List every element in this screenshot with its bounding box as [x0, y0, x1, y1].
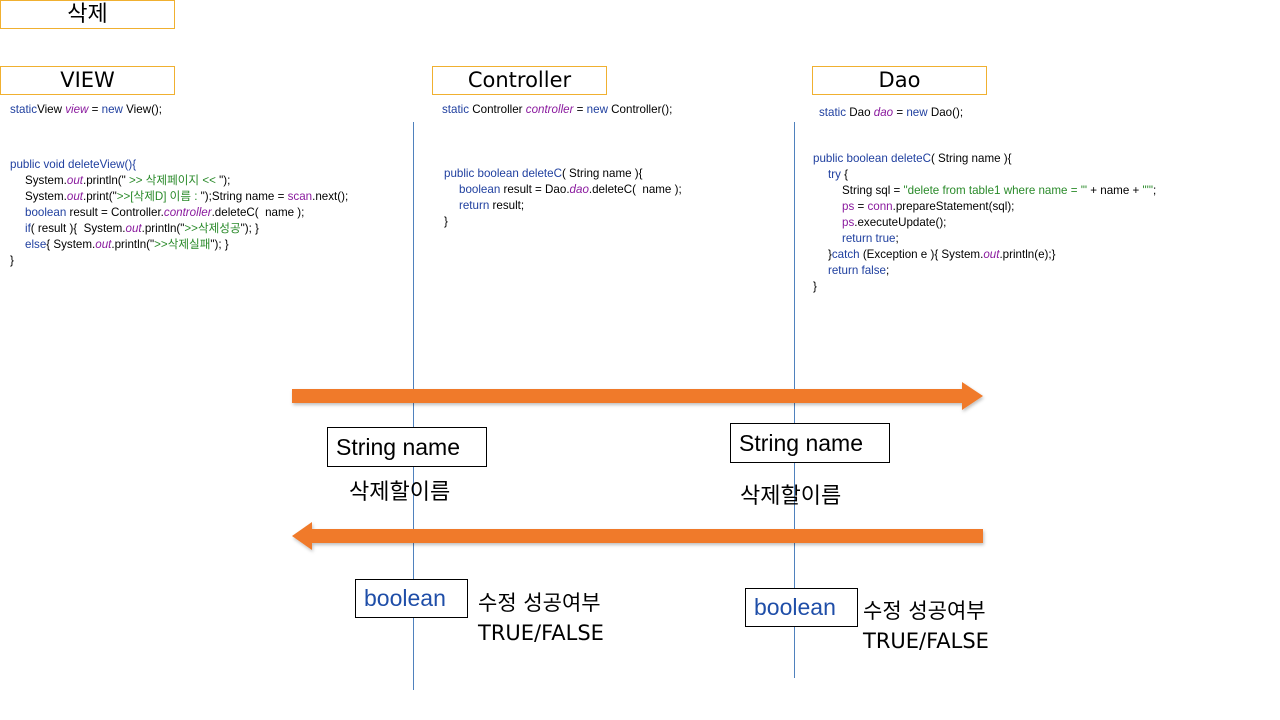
view-header: VIEW [0, 66, 175, 95]
controller-delete-method: public boolean deleteC( String name ){bo… [444, 167, 682, 228]
view-delete-method: public void deleteView(){System.out.prin… [10, 158, 349, 267]
forward-caption-2: 삭제할이름 [740, 484, 842, 509]
backward-arrow [292, 522, 983, 550]
controller-lifeline [413, 122, 414, 690]
view-declaration: staticView view = new View(); [10, 103, 163, 116]
forward-arrow [292, 382, 983, 410]
page-title: 삭제 [0, 0, 175, 29]
forward-caption-1: 삭제할이름 [349, 480, 451, 505]
dao-header: Dao [812, 66, 987, 95]
forward-param-label-1: String name [327, 427, 487, 467]
dao-delete-method: public boolean deleteC( String name ){tr… [813, 152, 1157, 293]
controller-declaration: static Controller controller = new Contr… [442, 103, 673, 116]
return-type-label-1: boolean [355, 579, 468, 618]
return-type-label-2: boolean [745, 588, 858, 627]
controller-header: Controller [432, 66, 607, 95]
forward-param-label-2: String name [730, 423, 890, 463]
dao-declaration: static Dao dao = new Dao(); [819, 106, 964, 119]
